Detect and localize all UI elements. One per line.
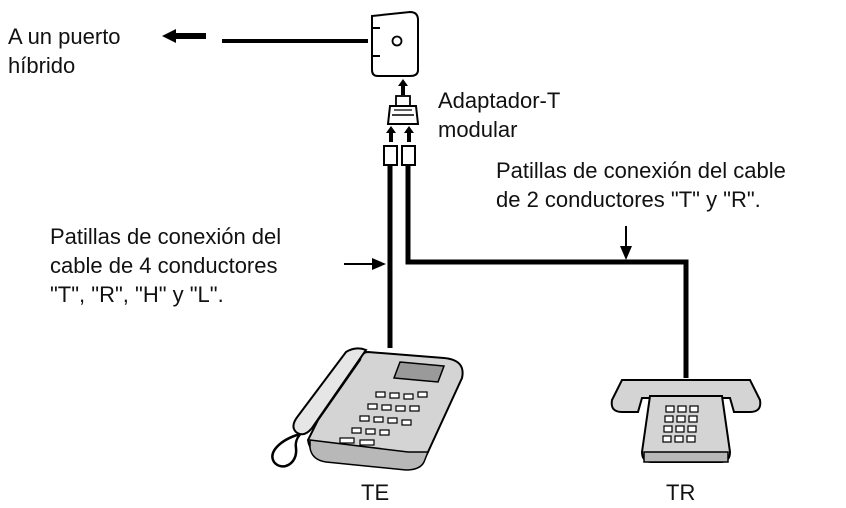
adapter-right-arrow-icon [404, 126, 414, 142]
four-wire-pins-label-line-2: cable de 4 conductores [50, 253, 278, 278]
hybrid-port-label: A un puerto híbrido [8, 22, 121, 80]
hybrid-port-arrow-icon [162, 29, 206, 43]
te-modular-plug [383, 145, 398, 166]
t-adapter-icon [386, 95, 420, 125]
four-wire-pointer-arrow-icon [344, 258, 386, 270]
hybrid-port-label-line-1: A un puerto [8, 24, 121, 49]
hybrid-port-label-line-2: híbrido [8, 53, 76, 78]
adapter-left-arrow-icon [386, 126, 396, 142]
four-wire-pins-label-line-1: Patillas de conexión del [50, 224, 282, 249]
two-wire-pins-label-line-2: de 2 conductores "T" y "R". [496, 187, 761, 212]
tr-label: TR [666, 480, 696, 505]
two-wire-pins-label-line-1: Patillas de conexión del cable [496, 158, 786, 183]
four-wire-pins-label: Patillas de conexión del cable de 4 cond… [50, 222, 281, 309]
two-wire-pins-label: Patillas de conexión del cable de 2 cond… [496, 156, 786, 214]
wall-jack-icon [371, 10, 419, 77]
t-adapter-label-line-2: modular [438, 117, 518, 142]
two-wire-pointer-arrow-icon [620, 226, 632, 260]
plug-up-arrow-icon [398, 79, 408, 95]
t-adapter-label-line-1: Adaptador-T [438, 88, 561, 113]
four-wire-pins-label-line-3: "T", "R", "H" y "L". [50, 282, 224, 307]
te-label: TE [361, 480, 390, 505]
single-line-telephone-icon [610, 379, 762, 463]
proprietary-telephone-icon [271, 347, 464, 471]
tr-cable [405, 165, 689, 378]
tr-modular-plug [401, 145, 416, 166]
t-adapter-label: Adaptador-T modular [438, 86, 560, 144]
